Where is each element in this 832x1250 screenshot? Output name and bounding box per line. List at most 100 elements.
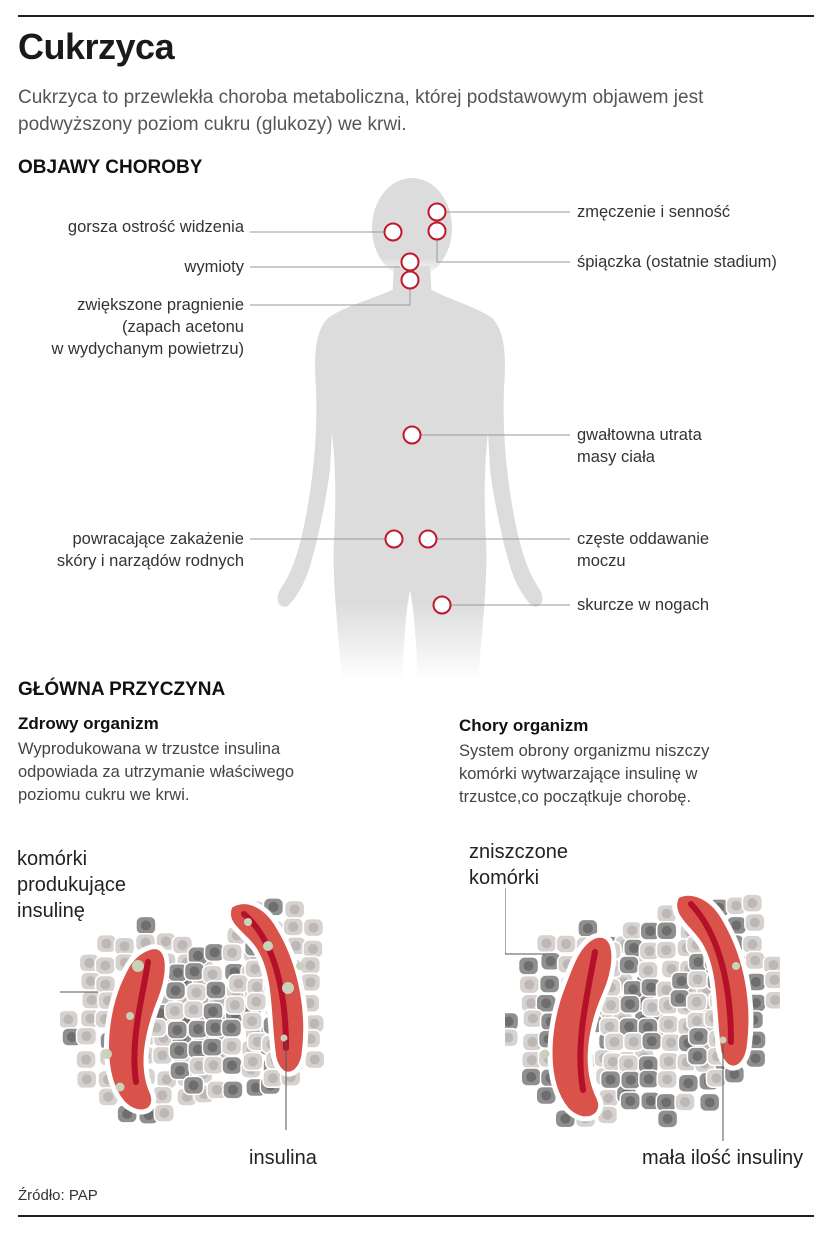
tissue-cell-nucleus [661, 925, 672, 936]
marker-vision [383, 222, 403, 242]
tissue-cell-nucleus [119, 941, 130, 952]
tissue-cell-nucleus [643, 1074, 654, 1085]
tissue-cell-nucleus [251, 996, 262, 1007]
tissue-cell-nucleus [666, 963, 677, 974]
tissue-cell-nucleus [210, 984, 221, 995]
tissue-cell-nucleus [100, 979, 111, 990]
tissue-cell-nucleus [523, 960, 534, 971]
tissue-cell-nucleus [169, 1006, 180, 1017]
tissue-cell-nucleus [305, 977, 316, 988]
tissue-cell-nucleus [704, 1097, 715, 1108]
tissue-cell-nucleus [209, 947, 220, 958]
healthy-islet-illustration [60, 897, 326, 1130]
tissue-cell-nucleus [607, 1056, 618, 1067]
tissue-cell-nucleus [103, 1091, 114, 1102]
symptom-markers [383, 202, 452, 615]
tissue-cell-nucleus [86, 994, 97, 1005]
tissue-cell-nucleus [769, 974, 780, 985]
tissue-cell-nucleus [289, 904, 300, 915]
healthy-title: Zdrowy organizm [18, 714, 159, 733]
label-vision: gorsza ostrość widzenia [67, 218, 244, 236]
label-fatigue: zmęczenie i senność [577, 203, 731, 221]
tissue-cell-nucleus [602, 1109, 613, 1120]
tissue-cell-nucleus [711, 1073, 722, 1084]
label-weight: gwałtowna utrata masy ciała [577, 426, 702, 466]
sick-islet-right [672, 890, 754, 1071]
tissue-cell-nucleus [768, 959, 779, 970]
tissue-cell-nucleus [628, 943, 639, 954]
tissue-cell-nucleus [172, 1024, 183, 1035]
healthy-text: Wyprodukowana w trzustce insulina odpowi… [18, 740, 295, 804]
sick-title: Chory organizm [459, 716, 589, 735]
tissue-cell-nucleus [750, 997, 761, 1008]
tissue-cell-nucleus [662, 1074, 673, 1085]
tissue-cell-nucleus [747, 939, 758, 950]
tissue-cell-nucleus [750, 1034, 761, 1045]
tissue-cell-nucleus [661, 908, 672, 919]
tissue-cell-nucleus [309, 1018, 320, 1029]
label-insulin: insulina [249, 1147, 317, 1169]
tissue-cell-nucleus [662, 1113, 673, 1124]
tissue-cell-nucleus [623, 1058, 634, 1069]
tissue-cell-nucleus [526, 1072, 537, 1083]
tissue-cell-nucleus [663, 1019, 674, 1030]
tissue-cell-nucleus [524, 979, 535, 990]
tissue-cell-nucleus [140, 920, 151, 931]
tissue-cell-nucleus [208, 1006, 219, 1017]
page-title: Cukrzyca [18, 26, 175, 67]
sick-islet-left [540, 932, 617, 1122]
tissue-cell-nucleus [624, 960, 635, 971]
tissue-cell-nucleus [161, 1074, 172, 1085]
tissue-cell-nucleus [582, 923, 593, 934]
tissue-cell-nucleus [691, 997, 702, 1008]
tissue-cell-nucleus [207, 969, 218, 980]
tissue-cell-nucleus [645, 926, 656, 937]
tissue-cell-nucleus [268, 901, 279, 912]
tissue-cell-nucleus [100, 960, 111, 971]
tissue-cell-nucleus [247, 1056, 258, 1067]
sick-text: System obrony organizmu niszczy komórki … [459, 742, 710, 806]
tissue-cell-nucleus [188, 1080, 199, 1091]
label-coma: śpiączka (ostatnie stadium) [577, 253, 777, 271]
marker-fatigue [427, 202, 447, 222]
tissue-cell-nucleus [747, 898, 758, 909]
tissue-cell-nucleus [729, 1069, 740, 1080]
sick-islet-illustration [505, 888, 780, 1141]
tissue-cell-nucleus [66, 1032, 77, 1043]
tissue-cell-nucleus [505, 1016, 514, 1027]
tissue-cell-nucleus [193, 1024, 204, 1035]
tissue-cell-nucleus [159, 1108, 170, 1119]
tissue-cell-nucleus [561, 938, 572, 949]
marker-cramps [432, 595, 452, 615]
tissue-cell-nucleus [188, 1004, 199, 1015]
tissue-cell-nucleus [207, 1042, 218, 1053]
tissue-cell-nucleus [544, 979, 555, 990]
marker-thirst [400, 270, 420, 290]
leader-lines [250, 211, 570, 606]
tissue-cell-nucleus [210, 1022, 221, 1033]
tissue-cell-nucleus [627, 925, 638, 936]
tissue-cell-nucleus [85, 976, 96, 987]
tissue-cell-nucleus [603, 1093, 614, 1104]
source-note: Źródło: PAP [18, 1187, 98, 1204]
marker-infections [384, 529, 404, 549]
tissue-cell-nucleus [643, 1059, 654, 1070]
tissue-cell-nucleus [624, 1021, 635, 1032]
tissue-cell-nucleus [251, 982, 262, 993]
tissue-cell-nucleus [308, 922, 319, 933]
tissue-cell-nucleus [545, 956, 556, 967]
marker-weight [402, 425, 422, 445]
tissue-cell-nucleus [84, 957, 95, 968]
tissue-cell-nucleus [227, 1084, 238, 1095]
tissue-cell-nucleus [160, 936, 171, 947]
tissue-cell-nucleus [731, 900, 742, 911]
top-rule [18, 15, 814, 17]
tissue-cell-nucleus [309, 1054, 320, 1065]
tissue-cell-nucleus [227, 1060, 238, 1071]
tissue-cell-nucleus [81, 1054, 92, 1065]
tissue-cell-nucleus [307, 943, 318, 954]
label-vomiting: wymioty [184, 258, 244, 276]
tissue-cell-nucleus [749, 917, 760, 928]
tissue-cell-nucleus [560, 1113, 571, 1124]
label-cramps: skurcze w nogach [577, 596, 710, 614]
